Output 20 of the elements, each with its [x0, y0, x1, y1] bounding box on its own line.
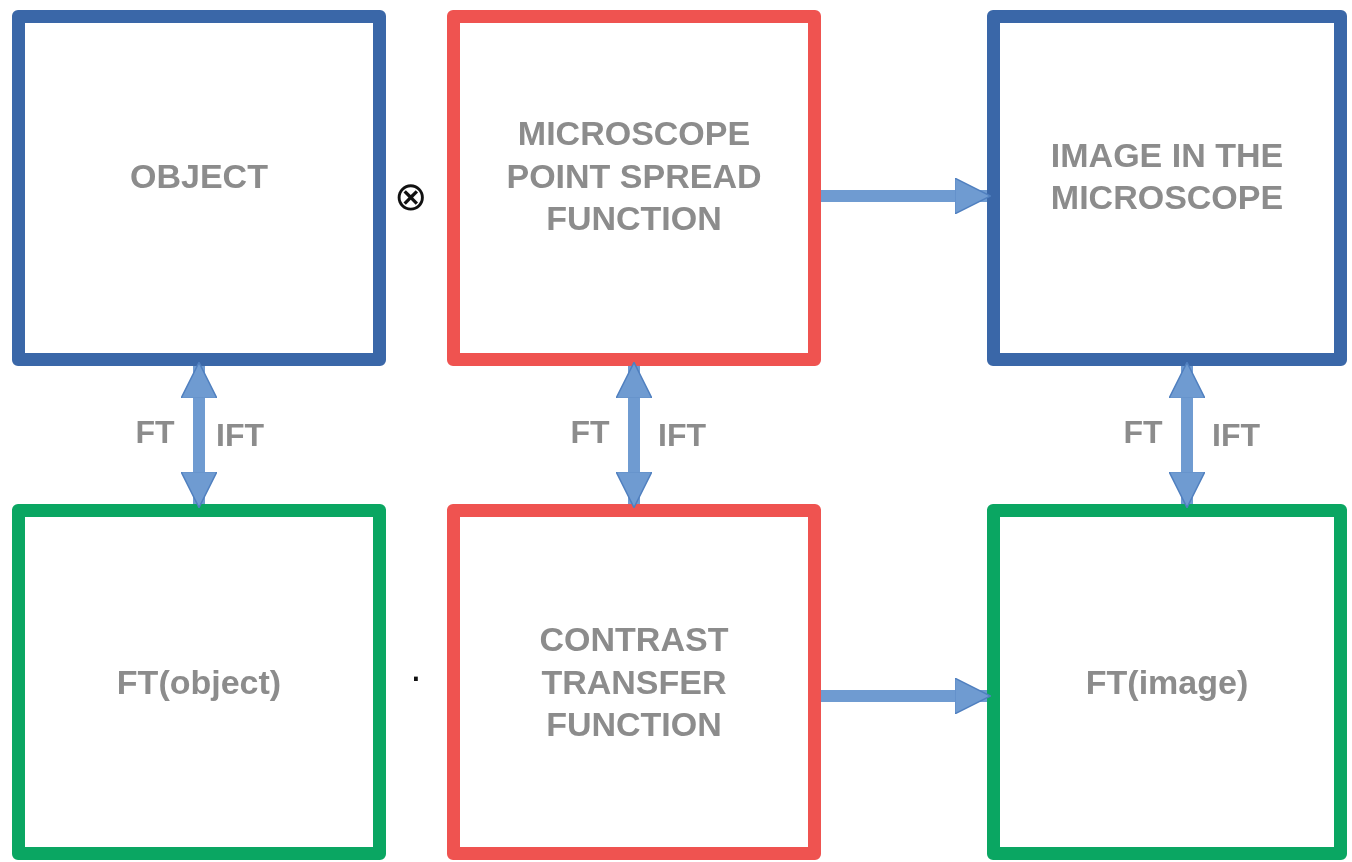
process-box	[987, 504, 1347, 860]
edge-label: FT	[570, 413, 610, 451]
edge-label: FT	[135, 413, 175, 451]
box-label: MICROSCOPE POINT SPREAD FUNCTION	[505, 113, 763, 240]
axis-label: IFT	[1212, 416, 1260, 454]
process-box	[447, 504, 821, 860]
box-label: CONTRAST TRANSFER FUNCTION	[538, 619, 730, 746]
process-box	[987, 10, 1347, 366]
process-box	[447, 10, 821, 366]
operator-symbol: ·	[409, 653, 423, 699]
process-box	[12, 504, 386, 860]
box-label: OBJECT	[130, 155, 268, 197]
process-box	[12, 10, 386, 366]
box-label: IMAGE IN THE MICROSCOPE	[1049, 134, 1285, 218]
operator-symbol: ⊗	[394, 173, 428, 219]
axis-label: IFT	[658, 416, 706, 454]
box-label: FT(object)	[116, 661, 282, 703]
box-label: FT(image)	[1085, 661, 1249, 703]
edge-label: FT	[1123, 413, 1163, 451]
axis-label: IFT	[216, 416, 264, 454]
